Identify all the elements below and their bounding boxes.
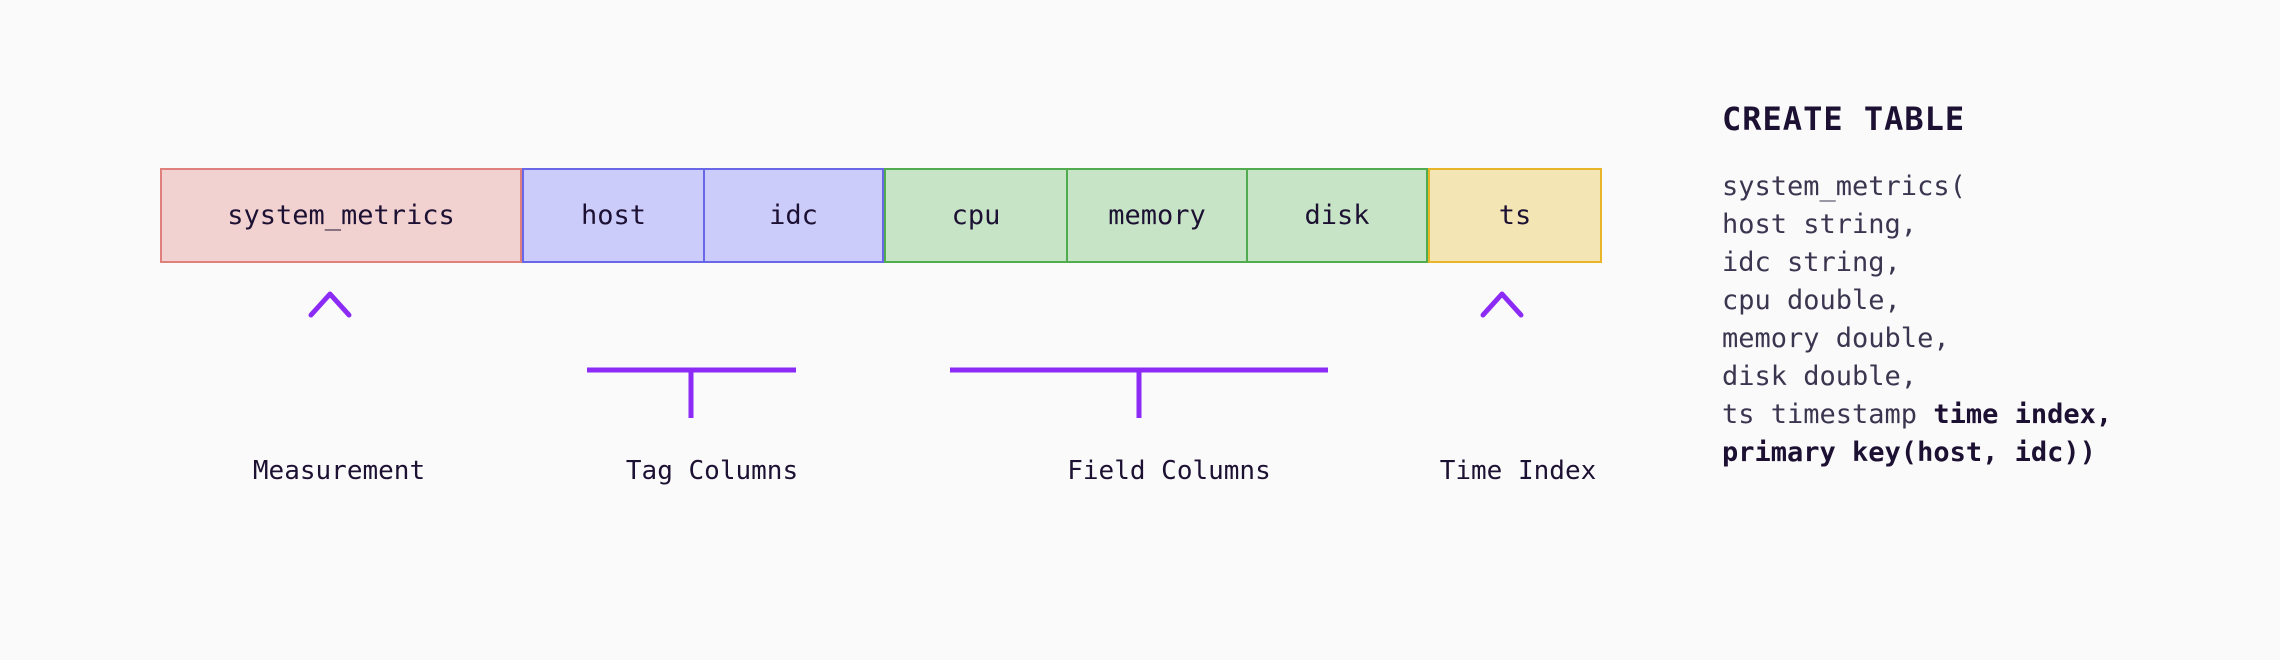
schema-columns-row: system_metrics host idc cpu memory disk … <box>160 168 1602 263</box>
create-table-panel: CREATE TABLE system_metrics( host string… <box>1722 100 2242 472</box>
connector-arrow-measurement <box>308 291 352 418</box>
column-cell-ts[interactable]: ts <box>1498 200 1532 231</box>
connector-bracket-tag <box>586 300 797 418</box>
column-cell-host[interactable]: host <box>580 200 647 231</box>
sql-panel-title: CREATE TABLE <box>1722 100 1966 138</box>
sql-line-7: ts timestamp time index, <box>1722 396 2242 434</box>
connector-arrow-time-index <box>1480 291 1524 418</box>
column-cell-cpu[interactable]: cpu <box>951 200 1001 231</box>
schema-diagram: system_metrics host idc cpu memory disk … <box>160 168 1602 486</box>
column-cell-system_metrics[interactable]: system_metrics <box>227 200 455 231</box>
connector-bracket-field <box>949 300 1329 418</box>
sql-line-4: cpu double, <box>1722 285 1901 316</box>
column-cell-disk[interactable]: disk <box>1246 170 1426 261</box>
caption-tag-columns: Tag Columns <box>625 456 799 486</box>
caption-time-index: Time Index <box>1439 456 1597 486</box>
sql-line-5: memory double, <box>1722 323 1950 354</box>
connector-layer <box>308 291 1524 418</box>
column-cell-memory[interactable]: memory <box>1066 170 1246 261</box>
sql-line-2: host string, <box>1722 209 1918 240</box>
column-group-measurement: system_metrics <box>160 168 522 263</box>
sql-line-1: system_metrics( <box>1722 171 1966 202</box>
column-cell-idc[interactable]: idc <box>703 170 882 261</box>
sql-line-7-plain: ts timestamp <box>1722 399 1934 430</box>
sql-line-8: primary key(host, idc)) <box>1722 437 2096 468</box>
sql-line-6: disk double, <box>1722 361 1918 392</box>
caption-field-columns: Field Columns <box>1067 456 1271 486</box>
caption-measurement: Measurement <box>252 456 426 486</box>
sql-line-3: idc string, <box>1722 247 1901 278</box>
column-group-tag: host idc <box>522 168 884 263</box>
column-group-time-index: ts <box>1428 168 1602 263</box>
sql-line-7-bold: time index, <box>1933 399 2113 430</box>
column-group-field: cpu memory disk <box>884 168 1428 263</box>
